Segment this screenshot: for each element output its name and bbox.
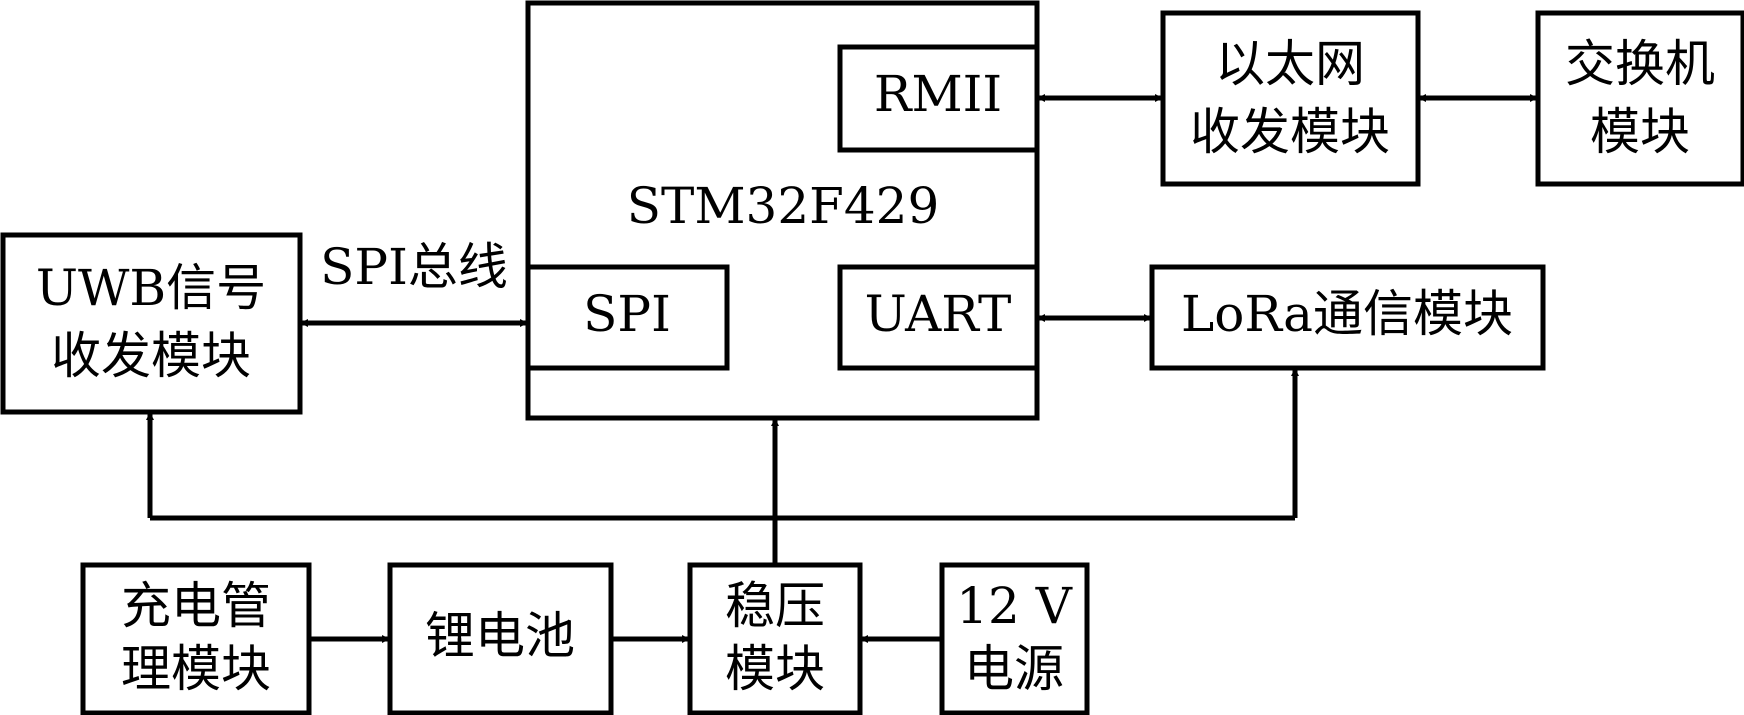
battery-label: 锂电池 <box>425 607 575 665</box>
lora-label: LoRa通信模块 <box>1181 285 1513 343</box>
mcu-label: STM32F429 <box>627 177 940 235</box>
uwb-line1: UWB信号 <box>36 259 266 317</box>
ethernet-block <box>1160 10 1421 187</box>
regulator-line1: 稳压 <box>725 577 825 635</box>
charge-block <box>80 562 312 715</box>
power12v-line1: 12 V <box>956 577 1073 635</box>
ethernet-line1: 以太网 <box>1215 35 1365 93</box>
regulator-line2: 模块 <box>725 640 825 698</box>
spi-block <box>525 264 730 371</box>
power12v-block <box>939 562 1090 715</box>
rmii-block <box>837 44 1040 153</box>
charge-line2: 理模块 <box>121 640 271 698</box>
ethernet-line2: 收发模块 <box>1190 103 1390 161</box>
spi-label: SPI <box>583 285 671 343</box>
uart-label: UART <box>865 285 1012 343</box>
switch-line1: 交换机 <box>1565 35 1715 93</box>
switch-line2: 模块 <box>1590 103 1690 161</box>
uwb-line2: 收发模块 <box>51 327 251 385</box>
spi-bus-label: SPI总线 <box>320 238 508 296</box>
rmii-label: RMII <box>874 65 1002 123</box>
charge-line1: 充电管 <box>121 577 271 635</box>
power12v-line2: 电源 <box>964 640 1064 698</box>
